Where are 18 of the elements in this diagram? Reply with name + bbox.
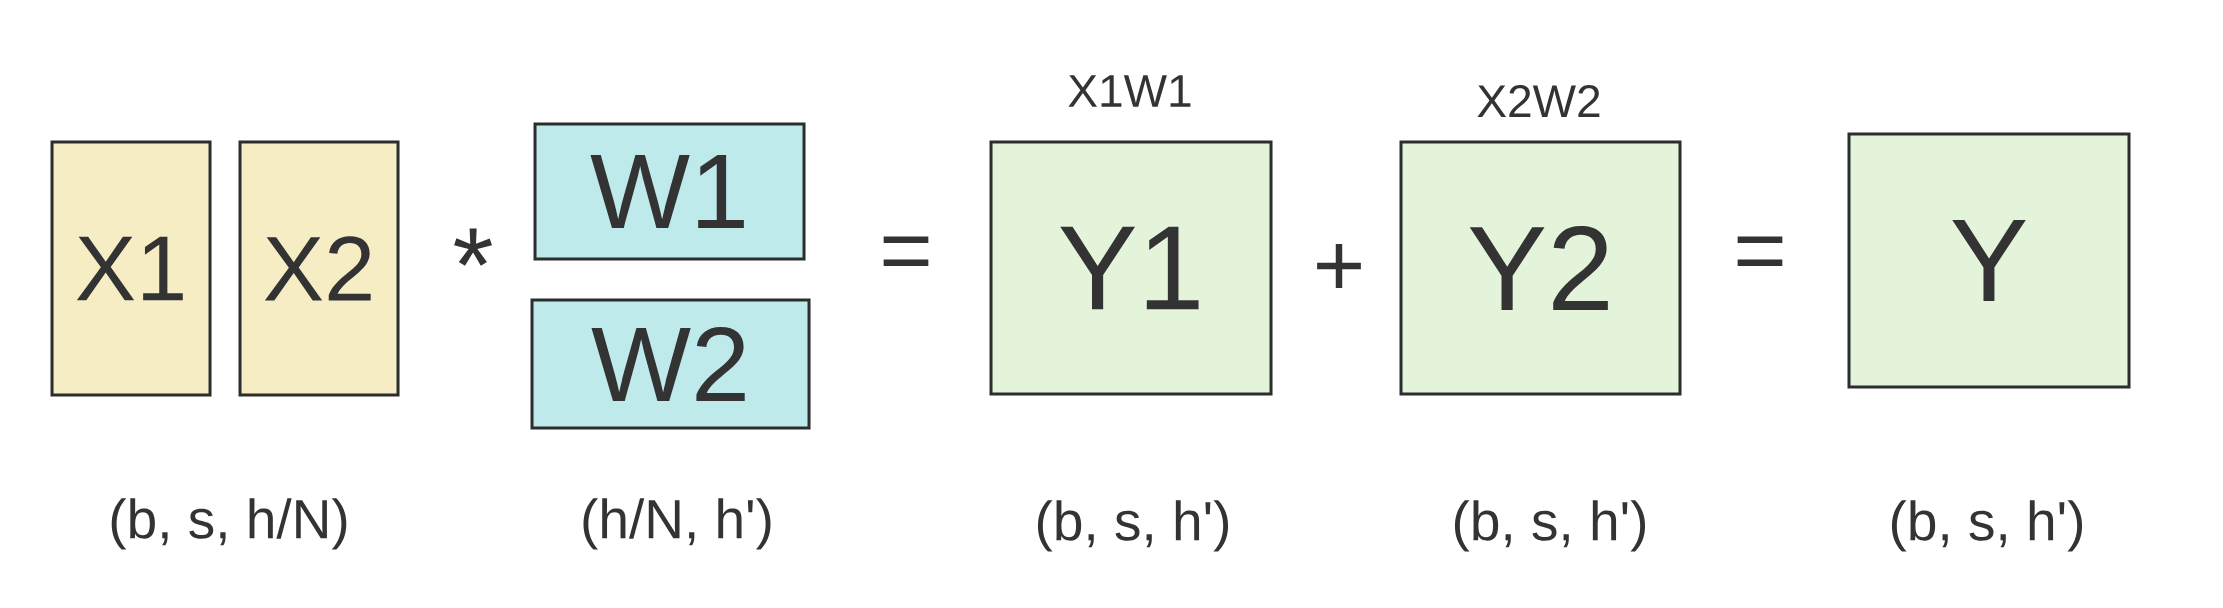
- matrix-block: Y: [1847, 132, 2131, 389]
- shape-label: (b, s, h'): [1037, 500, 1229, 552]
- matrix-block: X1: [50, 140, 212, 397]
- shape-label: (b, s, h/N): [111, 498, 347, 550]
- matrix-block: X2: [238, 140, 400, 397]
- block-caption: X1W1: [1068, 75, 1191, 107]
- block-caption: X2W2: [1477, 84, 1600, 118]
- operator-sign: =: [883, 236, 929, 267]
- operator-sign: *: [454, 228, 492, 266]
- operator-sign: +: [1317, 244, 1361, 289]
- shape-label: (b, s, h'): [1891, 500, 2083, 552]
- operator-sign: =: [1737, 236, 1783, 267]
- shape-label: (b, s, h'): [1454, 500, 1646, 552]
- matrix-block: W1: [533, 122, 806, 261]
- matrix-block: Y2: [1399, 140, 1682, 396]
- shape-label: (h/N, h'): [583, 498, 771, 550]
- matrix-block: Y1: [989, 140, 1273, 396]
- matrix-block: W2: [530, 298, 811, 430]
